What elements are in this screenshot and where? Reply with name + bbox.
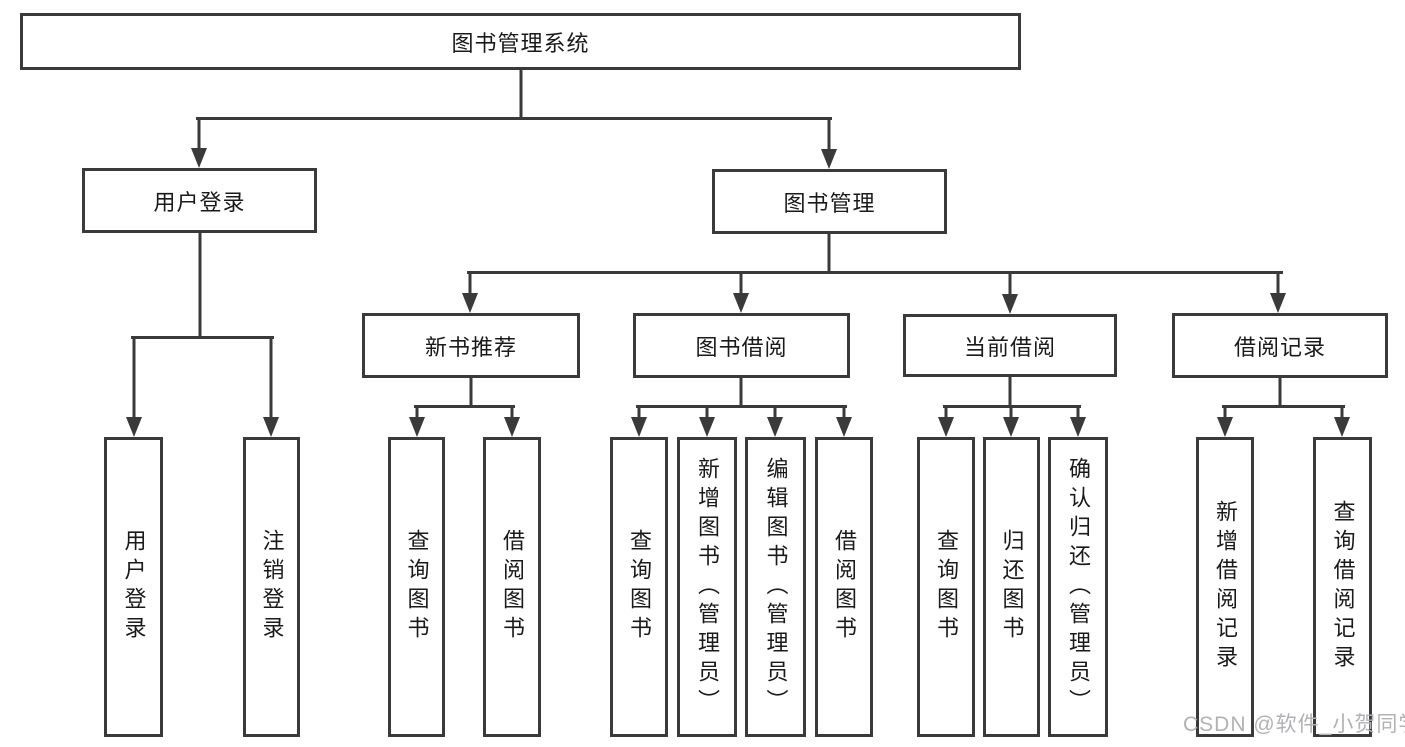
arrowhead-icon: [1270, 293, 1286, 313]
leaf-label: 注销登录: [259, 529, 285, 645]
leaf-query-book-current: 查询图书: [917, 437, 975, 737]
leaf-label: 查询借阅记录: [1330, 500, 1356, 674]
arrowhead-icon: [263, 417, 279, 437]
connector-newbook-to-leaves: [414, 376, 515, 423]
leaf-return-book: 归还图书: [983, 437, 1040, 737]
leaf-label: 查询图书: [404, 529, 430, 645]
connector-bookmgmt-to-level3: [467, 232, 1283, 300]
arrowhead-icon: [1002, 294, 1018, 314]
arrowhead-icon: [1003, 417, 1019, 437]
leaf-label: 用户登录: [121, 529, 147, 645]
arrowhead-icon: [699, 417, 715, 437]
leaf-label: 借阅图书: [832, 529, 857, 645]
arrowhead-icon: [631, 417, 647, 437]
leaf-add-borrow-record: 新增借阅记录: [1196, 437, 1254, 737]
arrowhead-icon: [767, 417, 783, 437]
node-new-book-recommend: 新书推荐: [362, 313, 580, 378]
arrowhead-icon: [733, 293, 749, 313]
csdn-watermark: CSDN @软件_小贺同学: [1183, 713, 1405, 736]
leaf-edit-book-admin: 编辑图书（管理员）: [745, 437, 806, 737]
leaf-label: 归还图书: [999, 529, 1025, 645]
node-book-borrow: 图书借阅: [633, 313, 850, 378]
leaf-query-book-newbook: 查询图书: [388, 437, 445, 737]
leaf-borrow-book-newbook: 借阅图书: [483, 437, 541, 737]
node-root-system: 图书管理系统: [20, 13, 1021, 70]
leaf-label: 新增图书（管理员）: [695, 456, 720, 718]
node-book-management: 图书管理: [712, 169, 947, 234]
leaf-add-book-admin: 新增图书（管理员）: [677, 437, 737, 737]
connector-currentborrow-to-leaves: [943, 375, 1081, 423]
arrowhead-icon: [191, 148, 207, 168]
connector-records-to-leaves: [1222, 376, 1345, 423]
node-borrow-records: 借阅记录: [1172, 313, 1388, 378]
leaf-query-borrow-record: 查询借阅记录: [1313, 437, 1372, 737]
arrowhead-icon: [462, 293, 478, 313]
connector-userlogin-to-leaves: [131, 231, 274, 423]
node-user-login: 用户登录: [82, 168, 317, 233]
leaf-confirm-return-admin: 确认归还（管理员）: [1048, 437, 1108, 737]
leaf-user-login: 用户登录: [104, 437, 163, 737]
leaf-label: 查询图书: [934, 529, 959, 645]
node-current-borrow: 当前借阅: [903, 314, 1117, 377]
leaf-label: 借阅图书: [500, 529, 525, 645]
connector-root-to-level2: [196, 68, 832, 155]
leaf-logout-login: 注销登录: [243, 437, 300, 737]
arrowhead-icon: [938, 417, 954, 437]
arrowhead-icon: [504, 417, 520, 437]
connector-bookborrow-to-leaves: [636, 376, 847, 423]
leaf-query-book-borrow: 查询图书: [610, 437, 668, 737]
arrowhead-icon: [1070, 417, 1086, 437]
leaf-label: 新增借阅记录: [1213, 500, 1238, 674]
leaf-label: 确认归还（管理员）: [1066, 456, 1091, 718]
arrowhead-icon: [821, 149, 837, 169]
arrowhead-icon: [1217, 417, 1233, 437]
arrowhead-icon: [126, 417, 142, 437]
leaf-label: 查询图书: [627, 529, 652, 645]
leaf-label: 编辑图书（管理员）: [763, 456, 789, 718]
arrowhead-icon: [409, 417, 425, 437]
leaf-borrow-book-borrow: 借阅图书: [815, 437, 873, 737]
arrowhead-icon: [836, 417, 852, 437]
arrowhead-icon: [1334, 417, 1350, 437]
